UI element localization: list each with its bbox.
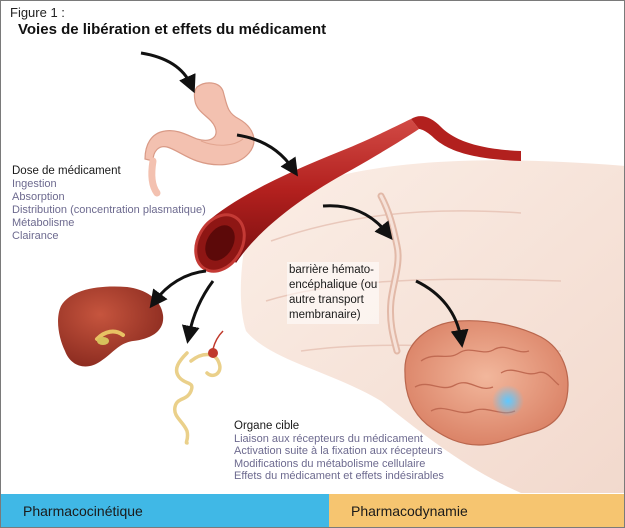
dose-item-clearance: Clairance (12, 230, 59, 242)
barrier-line: membranaire) (289, 309, 361, 321)
figure-label: Figure 1 : (10, 5, 65, 20)
target-heading: Organe cible (234, 420, 300, 432)
pharmacokinetics-label: Pharmacocinétique (23, 503, 143, 519)
barrier-line: autre transport (289, 294, 364, 306)
target-item-activation: Activation suite à la fixation aux récep… (234, 445, 443, 457)
target-item-metabolism-changes: Modifications du métabolisme cellulaire (234, 457, 426, 470)
phase-footer: Pharmacocinétique Pharmacodynamie (1, 494, 624, 527)
liver-illustration (58, 286, 164, 367)
nephron-illustration (173, 330, 224, 445)
dose-heading: Dose de médicament (12, 165, 121, 177)
flow-arrows (140, 51, 469, 348)
target-organ-list: Organe cible Liaison aux récepteurs du m… (234, 420, 444, 483)
pharmacokinetics-band: Pharmacocinétique (1, 494, 329, 527)
target-item-effects: Effets du médicament et effets indésirab… (234, 470, 444, 482)
brain-illustration (404, 320, 569, 446)
drug-dose-list: Dose de médicament Ingestion Absorption … (12, 165, 206, 243)
target-item-receptor-binding: Liaison aux récepteurs du médicament (234, 432, 423, 445)
dose-item-distribution: Distribution (concentration plasmatique) (12, 204, 206, 216)
blood-vessel (194, 116, 521, 273)
pharmacodynamics-label: Pharmacodynamie (351, 503, 468, 519)
pharmacodynamics-band: Pharmacodynamie (329, 494, 624, 527)
dose-item-ingestion: Ingestion (12, 178, 57, 190)
blood-brain-barrier-label: barrière hémato- encéphalique (ou autre … (287, 262, 380, 324)
barrier-line: barrière hémato- (289, 264, 375, 276)
dose-item-metabolism: Métabolisme (12, 217, 75, 229)
figure-title: Voies de libération et effets du médicam… (18, 21, 327, 38)
barrier-line: encéphalique (ou (289, 279, 378, 291)
dose-item-absorption: Absorption (12, 191, 65, 203)
stomach-illustration (144, 82, 255, 197)
